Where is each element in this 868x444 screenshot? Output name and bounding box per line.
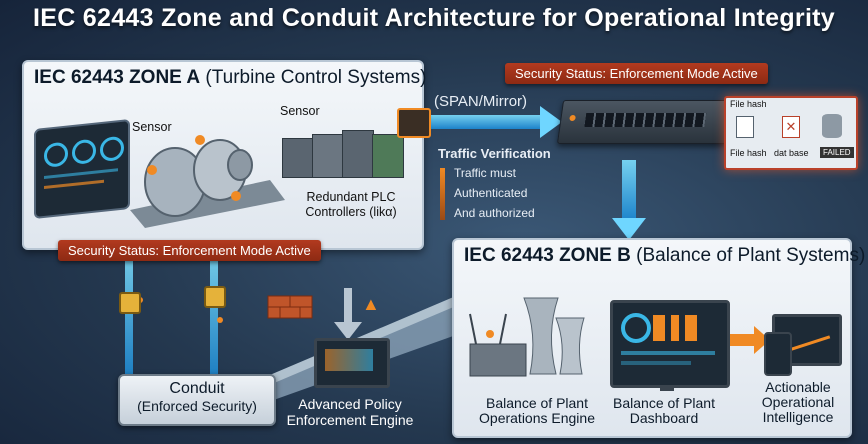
database-label: dat base	[774, 148, 809, 158]
traffic-verification: Traffic Verification Traffic must Authen…	[432, 146, 572, 226]
switch-status-badge: Security Status: Enforcement Mode Active	[505, 63, 768, 84]
router-icon	[397, 108, 431, 138]
conduit-title: Conduit	[169, 380, 225, 397]
tablet-icon	[764, 332, 792, 376]
sensor-label-right: Sensor	[280, 104, 320, 118]
span-label: (SPAN/Mirror)	[434, 93, 528, 110]
zone-a-title: IEC 62443 ZONE A (Turbine Control System…	[34, 67, 427, 88]
zone-b-title: IEC 62443 ZONE B (Balance of Plant Syste…	[464, 245, 866, 266]
enforcement-engine-computer-icon	[314, 338, 390, 388]
monitoring-tablet	[34, 118, 130, 220]
turbine-icon	[130, 135, 285, 228]
zone-a-panel: IEC 62443 ZONE A (Turbine Control System…	[22, 60, 427, 250]
traffic-line-2: Authenticated	[454, 186, 528, 200]
fire-icon: ▲	[362, 294, 380, 314]
file-hash-panel: File hash ✕ File hash dat base FAILED	[724, 96, 858, 170]
page-title: IEC 62443 Zone and Conduit Architecture …	[32, 4, 836, 32]
caption-operations-engine: Balance of Plant Operations Engine	[479, 395, 595, 426]
document-icon	[736, 116, 754, 138]
sensor-label-left: Sensor	[132, 120, 172, 134]
engine-label: Advanced Policy Enforcement Engine	[286, 396, 414, 428]
conduit-subtitle: (Enforced Security)	[137, 398, 257, 414]
failed-label: FAILED	[820, 147, 854, 158]
down-pipe	[622, 160, 636, 220]
traffic-title: Traffic Verification	[438, 146, 551, 161]
lock-icon	[119, 292, 141, 314]
file-hash-header: File hash	[730, 99, 767, 109]
plant-icon	[469, 297, 585, 377]
traffic-line-1: Traffic must	[454, 166, 517, 180]
span-pipe	[430, 115, 540, 129]
file-hash-label: File hash	[730, 148, 767, 158]
span-arrow-head	[540, 106, 562, 138]
zone-a-status-badge: Security Status: Enforcement Mode Active	[58, 240, 321, 261]
dashboard-monitor-icon	[610, 300, 730, 388]
error-document-icon: ✕	[782, 116, 800, 138]
plc-label: Redundant PLC Controllers (likα)	[305, 190, 397, 219]
arrow-right-icon	[730, 326, 770, 354]
lock-icon-2	[204, 286, 226, 308]
engine-arrow	[344, 288, 352, 324]
left-pipe	[125, 258, 133, 378]
down-arrow-head	[612, 218, 646, 240]
plc-controllers-icon	[282, 130, 404, 178]
zone-b-panel: IEC 62443 ZONE B (Balance of Plant Syste…	[452, 238, 865, 438]
caption-intelligence: Actionable Operational Intelligence	[761, 379, 835, 425]
caption-dashboard: Balance of Plant Dashboard	[613, 395, 715, 426]
network-switch-icon	[556, 100, 734, 144]
traffic-line-3: And authorized	[454, 206, 535, 220]
conduit-box: Conduit (Enforced Security)	[118, 374, 276, 426]
left-pipe-2	[210, 258, 218, 378]
database-icon	[822, 114, 842, 138]
